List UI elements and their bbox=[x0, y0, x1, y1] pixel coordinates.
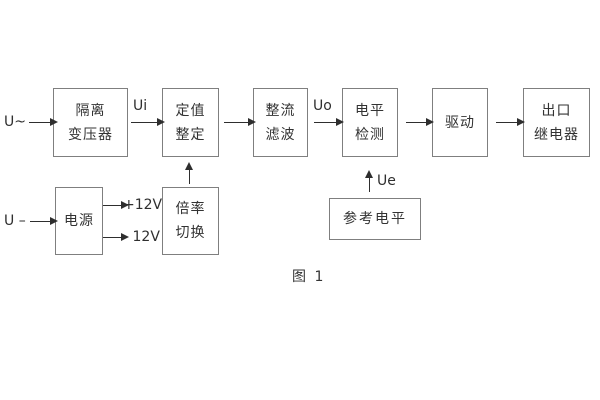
figure-caption: 图 1 bbox=[292, 269, 326, 285]
block-value-setting: 定值 整定 bbox=[162, 88, 219, 157]
block-label: 定值 bbox=[175, 102, 206, 119]
block-label: 变压器 bbox=[68, 126, 113, 143]
flow-arrow-rectify-to-level bbox=[314, 118, 344, 127]
block-power-supply: 电源 bbox=[55, 187, 103, 255]
flow-arrow-dc-to-power bbox=[30, 217, 58, 226]
ue-signal-label: Ue bbox=[377, 173, 396, 189]
flow-arrow-ac-to-isolation bbox=[29, 118, 58, 127]
block-label: 滤波 bbox=[265, 126, 296, 143]
block-ratio-switch: 倍率 切换 bbox=[162, 187, 219, 255]
block-reference-level: 参考电平 bbox=[329, 198, 421, 240]
flow-arrow-drive-to-relay bbox=[496, 118, 525, 127]
block-label: 检测 bbox=[355, 126, 385, 143]
block-label: 参考电平 bbox=[343, 211, 407, 227]
plus-12v-label: +12V bbox=[123, 197, 163, 213]
flow-arrow-plus-12v bbox=[103, 201, 129, 210]
block-drive: 驱动 bbox=[432, 88, 488, 157]
block-label: 电平 bbox=[355, 102, 385, 119]
block-label: 整流 bbox=[265, 102, 296, 119]
block-label: 整定 bbox=[175, 126, 206, 143]
flow-arrow-reference-to-level bbox=[365, 170, 374, 192]
block-label: 出口 bbox=[541, 102, 572, 119]
flow-arrow-isolation-to-setting bbox=[131, 118, 165, 127]
block-output-relay: 出口 继电器 bbox=[523, 88, 590, 157]
block-rectify-filter: 整流 滤波 bbox=[253, 88, 308, 157]
block-label: 电源 bbox=[64, 213, 94, 229]
block-label: 隔离 bbox=[75, 102, 106, 119]
block-label: 切换 bbox=[175, 225, 206, 241]
flow-arrow-ratio-to-setting bbox=[185, 162, 194, 184]
dc-input-label: U – bbox=[4, 213, 26, 229]
block-level-detect: 电平 检测 bbox=[342, 88, 398, 157]
flow-arrow-minus-12v bbox=[103, 233, 129, 242]
block-label: 继电器 bbox=[534, 126, 579, 143]
block-isolation-transformer: 隔离 变压器 bbox=[53, 88, 128, 157]
ui-signal-label: Ui bbox=[133, 98, 148, 114]
ac-input-label: U~ bbox=[4, 114, 26, 130]
block-label: 驱动 bbox=[445, 114, 475, 131]
flow-arrow-level-to-drive bbox=[406, 118, 434, 127]
flow-arrow-setting-to-rectify bbox=[224, 118, 256, 127]
minus-12v-label: - 12V bbox=[123, 229, 160, 245]
block-label: 倍率 bbox=[175, 201, 206, 217]
uo-signal-label: Uo bbox=[313, 98, 332, 114]
